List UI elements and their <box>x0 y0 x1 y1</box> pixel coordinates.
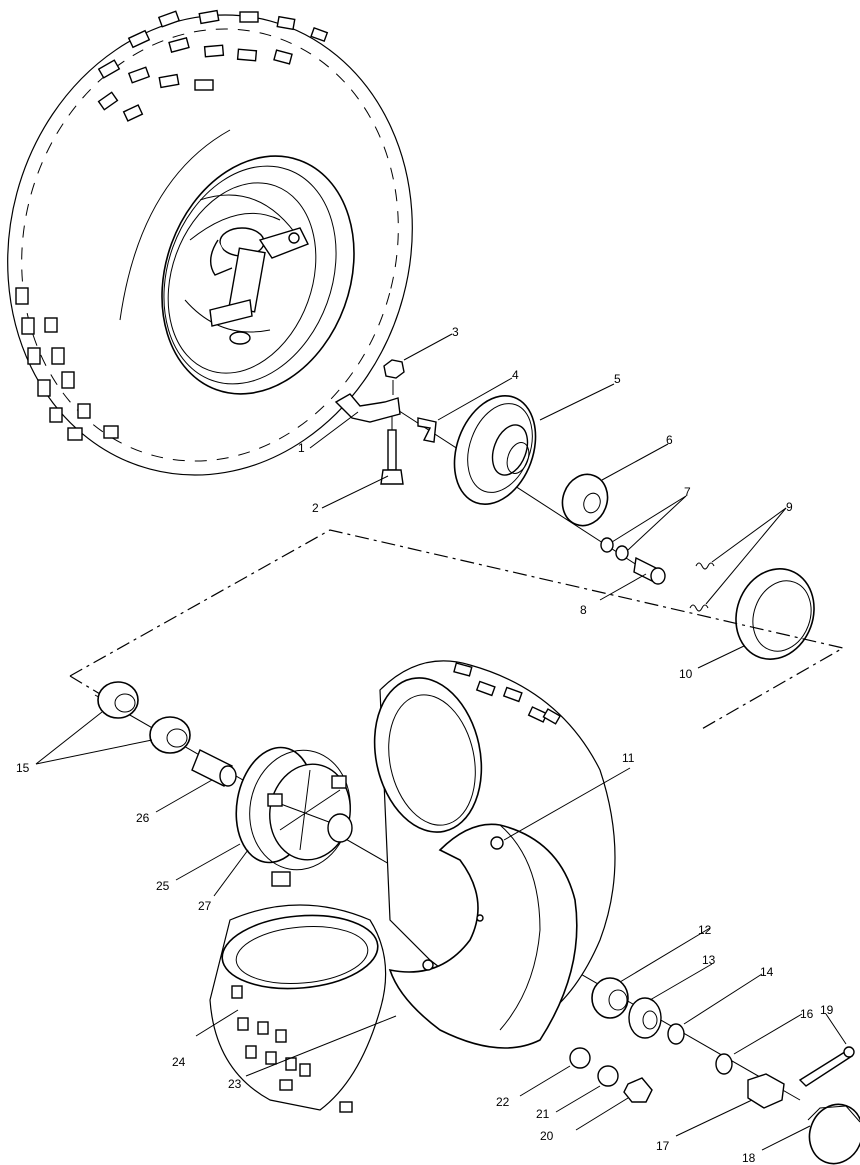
tire-bead-upper <box>373 677 483 833</box>
washer-d <box>569 1047 591 1069</box>
callout-9: 9 <box>786 500 793 514</box>
callout-2: 2 <box>312 501 319 515</box>
rim-half <box>388 823 578 1049</box>
callout-12: 12 <box>698 923 712 937</box>
callout-24: 24 <box>172 1055 186 1069</box>
washer-c <box>715 1053 733 1075</box>
sidewall-line <box>119 129 231 321</box>
callout-23: 23 <box>228 1077 242 1091</box>
callout-15: 15 <box>16 761 30 775</box>
cotter-pin <box>798 1049 853 1087</box>
callout-numbers: 3 4 5 1 2 6 7 8 9 10 11 15 26 25 27 12 1… <box>16 325 834 1165</box>
callout-10: 10 <box>679 667 693 681</box>
washer-e <box>597 1065 619 1087</box>
washer-b <box>615 545 629 561</box>
callout-22: 22 <box>496 1095 510 1109</box>
rim-dish <box>167 182 317 374</box>
bearing-c <box>591 977 629 1019</box>
callout-25: 25 <box>156 879 170 893</box>
callout-13: 13 <box>702 953 716 967</box>
tread-knobs <box>15 9 329 441</box>
callout-19: 19 <box>820 1003 834 1017</box>
callout-27: 27 <box>198 899 212 913</box>
callout-1: 1 <box>298 441 305 455</box>
callout-16: 16 <box>800 1007 814 1021</box>
bearing-a <box>97 681 139 719</box>
callout-7: 7 <box>684 485 691 499</box>
castle-nut <box>747 1073 785 1109</box>
callout-6: 6 <box>666 433 673 447</box>
spacer-b <box>628 997 662 1039</box>
spring-a <box>695 562 715 570</box>
callout-8: 8 <box>580 603 587 617</box>
tread-knobs-lower <box>231 985 353 1113</box>
tire-bead-lower <box>221 914 379 990</box>
lower-exploded-wheel <box>94 660 860 1165</box>
callout-14: 14 <box>760 965 774 979</box>
clip <box>417 417 437 443</box>
leader-lines <box>35 333 847 1151</box>
washer-a <box>600 537 614 553</box>
callout-17: 17 <box>656 1139 670 1153</box>
callout-5: 5 <box>614 372 621 386</box>
tread-knobs-upper <box>453 662 562 725</box>
bracket <box>334 393 401 423</box>
callout-26: 26 <box>136 811 150 825</box>
callout-3: 3 <box>452 325 459 339</box>
seal-b <box>667 1023 685 1045</box>
callout-20: 20 <box>540 1129 554 1143</box>
nut <box>383 359 405 379</box>
tire-knob-edge <box>21 28 399 462</box>
bearing-b <box>149 716 191 754</box>
callout-4: 4 <box>512 368 519 382</box>
spring-b <box>689 604 709 612</box>
assembled-wheel <box>7 9 413 476</box>
spindle-knuckle <box>209 227 309 345</box>
group-boundary <box>69 529 845 731</box>
rim-inner <box>163 165 337 385</box>
lug-nut <box>623 1077 653 1103</box>
callout-21: 21 <box>536 1107 550 1121</box>
callout-18: 18 <box>742 1151 756 1165</box>
bolt <box>387 429 397 471</box>
brake-parts <box>334 359 815 660</box>
callout-11: 11 <box>622 751 635 765</box>
